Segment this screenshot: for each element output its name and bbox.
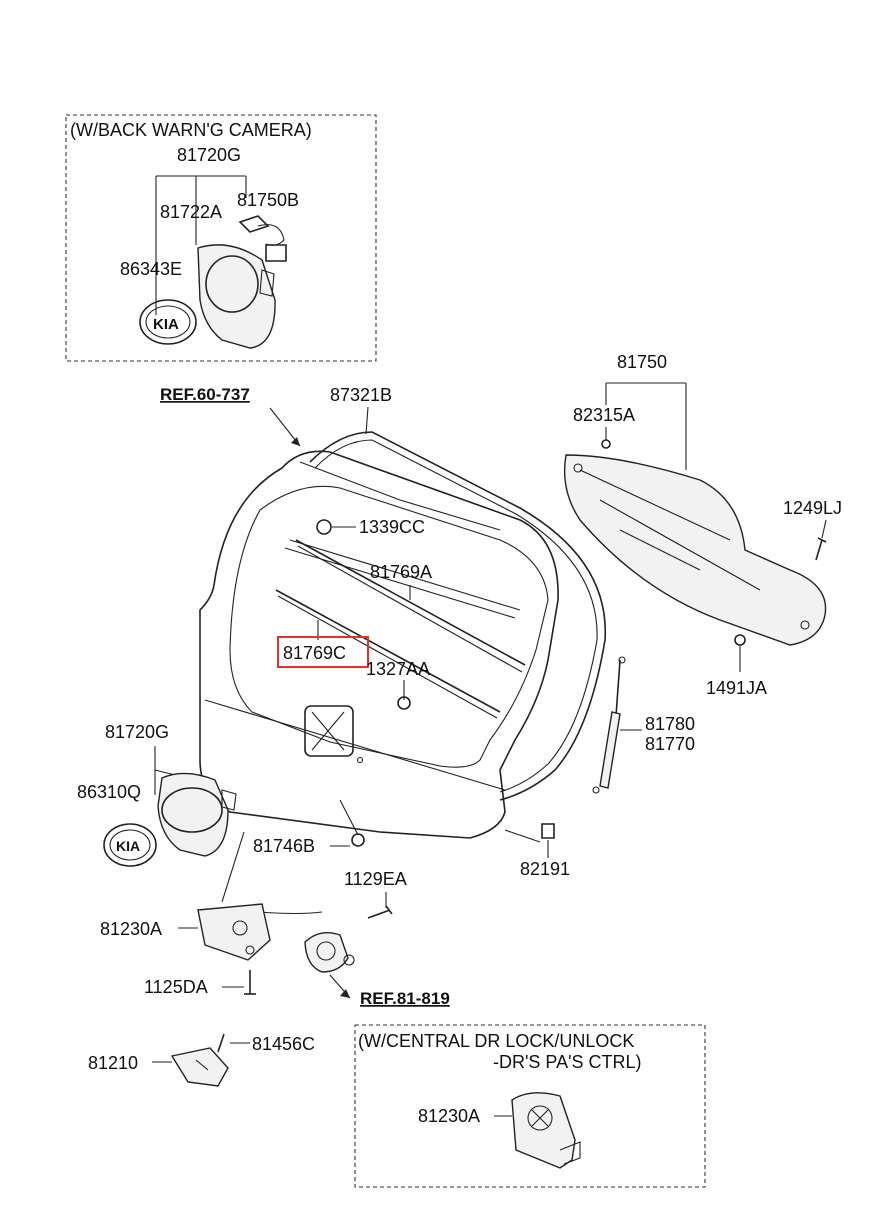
- bolt-1129EA: [367, 905, 393, 919]
- label-81750B[interactable]: 81750B: [237, 190, 299, 210]
- latch-81230A-part: [197, 831, 323, 961]
- actuator-part: [304, 932, 355, 973]
- label-1327AA[interactable]: 1327AA: [366, 659, 430, 679]
- camera-option-box: [65, 114, 377, 362]
- leader-81746B-top: [339, 799, 359, 836]
- leader-81750: [605, 382, 687, 470]
- kia-emblem-mid: KIA: [103, 823, 157, 867]
- label-81770[interactable]: 81770: [645, 734, 695, 754]
- rod-81769A: [295, 539, 526, 666]
- label-81780[interactable]: 81780: [645, 714, 695, 734]
- screw-81456C: [217, 1033, 225, 1053]
- label-82191[interactable]: 82191: [520, 859, 570, 879]
- label-1125DA[interactable]: 1125DA: [144, 977, 208, 997]
- highlight-81769C: [277, 636, 369, 668]
- leader-1249LJ: [821, 519, 827, 539]
- label-87321B[interactable]: 87321B: [330, 385, 392, 405]
- kia-emblem-top: KIA: [139, 299, 197, 345]
- label-81746B[interactable]: 81746B: [253, 836, 315, 856]
- label-1129EA[interactable]: 1129EA: [344, 869, 407, 889]
- leader-82191-top: [504, 829, 541, 843]
- camera-module-part: [238, 215, 287, 262]
- label-1491JA[interactable]: 1491JA: [706, 678, 767, 698]
- label-1249LJ[interactable]: 1249LJ: [783, 498, 842, 518]
- lock-box-title-line1: (W/CENTRAL DR LOCK/UNLOCK: [358, 1031, 634, 1051]
- rod-81769C: [275, 589, 501, 713]
- bolt-1249LJ: [815, 537, 827, 561]
- label-81722A[interactable]: 81722A: [160, 202, 222, 222]
- lock-option-box: [354, 1024, 706, 1188]
- leader-81720G-mid: [154, 746, 176, 795]
- latch-81230A-box-part: [511, 1092, 581, 1169]
- ref-60-737[interactable]: REF.60-737: [160, 385, 250, 404]
- bumper-81746B: [351, 833, 365, 847]
- emblem-text-mid: KIA: [116, 838, 140, 854]
- label-1339CC[interactable]: 1339CC: [359, 517, 425, 537]
- weatherstrip-inner: [314, 439, 598, 793]
- leader-81720G-top: [155, 175, 247, 315]
- clip-1491JA: [734, 634, 746, 646]
- weatherstrip-part: [309, 431, 607, 801]
- emblem-text-top: KIA: [153, 316, 179, 333]
- label-81456C[interactable]: 81456C: [252, 1034, 315, 1054]
- cap-82191: [541, 823, 555, 839]
- leader-87321B: [365, 406, 369, 435]
- clip-82315A: [601, 439, 611, 449]
- nut-1339CC: [316, 519, 332, 535]
- camera-box-title: (W/BACK WARN'G CAMERA): [70, 120, 312, 140]
- label-81769A[interactable]: 81769A: [370, 562, 432, 582]
- label-86310Q[interactable]: 86310Q: [77, 782, 141, 802]
- ref-81-819-arrowhead: [340, 989, 350, 998]
- label-81230A[interactable]: 81230A: [100, 919, 162, 939]
- label-81230A-box[interactable]: 81230A: [418, 1106, 480, 1126]
- label-81720G-mid[interactable]: 81720G: [105, 722, 169, 742]
- rod-81769C-edge: [277, 595, 498, 719]
- gas-lifter-part: [592, 656, 626, 794]
- label-81769C[interactable]: 81769C: [283, 643, 346, 663]
- tailgate-panel-part: [199, 450, 559, 839]
- label-81210[interactable]: 81210: [88, 1053, 138, 1073]
- trim-panel-part: [563, 454, 827, 646]
- handle-81210-part: [170, 1047, 229, 1087]
- license-garnish-part: [157, 772, 237, 857]
- label-81750[interactable]: 81750: [617, 352, 667, 372]
- ref-81-819[interactable]: REF.81-819: [360, 989, 450, 1008]
- label-81720G-top[interactable]: 81720G: [177, 145, 241, 165]
- ref-60-737-arrowhead: [291, 437, 300, 446]
- camera-garnish-part: [197, 244, 276, 349]
- label-82315A[interactable]: 82315A: [573, 405, 635, 425]
- rod-81769A-edge: [297, 545, 523, 673]
- label-86343E[interactable]: 86343E: [120, 259, 182, 279]
- clip-1327AA: [397, 696, 411, 710]
- lock-box-title-line2: -DR'S PA'S CTRL): [493, 1052, 642, 1072]
